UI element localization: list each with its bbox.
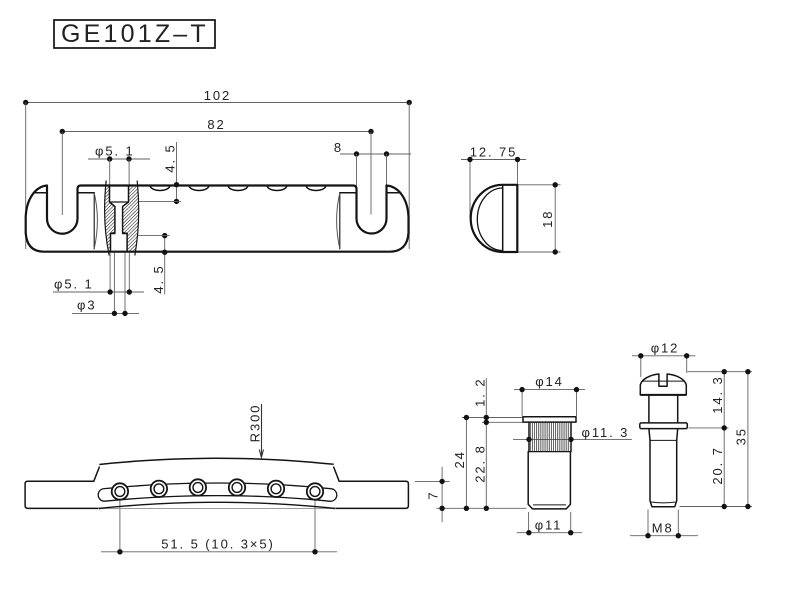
svg-text:4. 5: 4. 5 bbox=[151, 264, 166, 293]
svg-text:7: 7 bbox=[425, 490, 440, 499]
svg-text:φ5. 1: φ5. 1 bbox=[54, 277, 94, 292]
svg-text:GE101Z–T: GE101Z–T bbox=[61, 20, 209, 48]
svg-text:φ12: φ12 bbox=[651, 341, 680, 356]
svg-text:35: 35 bbox=[734, 427, 749, 445]
svg-text:102: 102 bbox=[204, 88, 231, 103]
svg-text:R300: R300 bbox=[248, 404, 263, 443]
svg-text:51. 5 (10. 3×5): 51. 5 (10. 3×5) bbox=[161, 537, 274, 552]
svg-text:M8: M8 bbox=[652, 521, 674, 536]
svg-text:φ11. 3: φ11. 3 bbox=[582, 425, 630, 440]
svg-text:14. 3: 14. 3 bbox=[710, 375, 725, 413]
svg-text:82: 82 bbox=[207, 117, 225, 132]
svg-text:24: 24 bbox=[452, 450, 467, 468]
svg-text:20. 7: 20. 7 bbox=[710, 446, 725, 484]
svg-text:8: 8 bbox=[334, 140, 343, 155]
svg-text:φ3: φ3 bbox=[77, 298, 96, 313]
svg-text:φ14: φ14 bbox=[535, 374, 564, 389]
svg-text:1. 2: 1. 2 bbox=[473, 378, 488, 407]
svg-text:φ11: φ11 bbox=[535, 518, 563, 533]
svg-text:4. 5: 4. 5 bbox=[162, 143, 177, 172]
svg-text:22. 8: 22. 8 bbox=[473, 444, 488, 482]
svg-text:12. 75: 12. 75 bbox=[470, 145, 518, 160]
svg-text:φ5. 1: φ5. 1 bbox=[95, 144, 135, 159]
svg-text:18: 18 bbox=[540, 210, 555, 228]
